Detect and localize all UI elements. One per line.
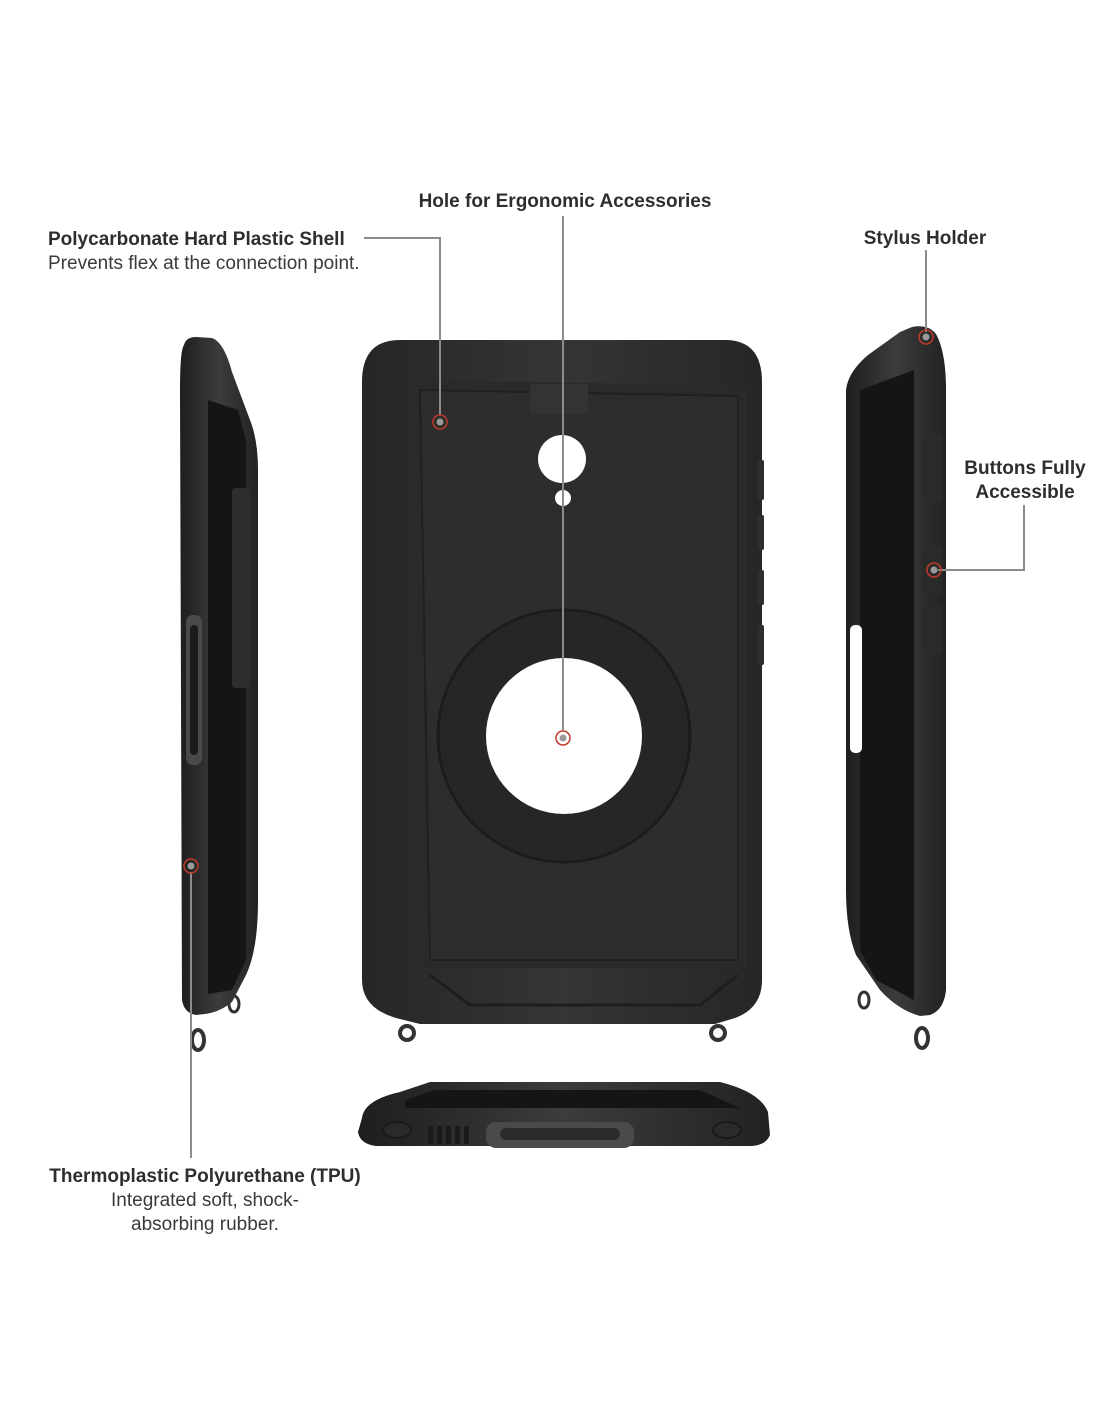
callout-hole: Hole for Ergonomic Accessories: [380, 190, 750, 214]
red-ring-marker-icon: [432, 414, 448, 430]
red-ring-marker-icon: [918, 329, 934, 345]
callout-tpu-title: Thermoplastic Polyurethane (TPU): [49, 1166, 361, 1187]
callout-tpu: Thermoplastic Polyurethane (TPU) Integra…: [40, 1165, 370, 1236]
callout-hole-title: Hole for Ergonomic Accessories: [418, 191, 712, 212]
red-ring-marker-icon: [926, 562, 942, 578]
case-bottom-edge-view: [358, 1082, 770, 1148]
red-ring-marker-icon: [183, 858, 199, 874]
callout-shell-subtitle: Prevents flex at the connection point.: [48, 252, 360, 274]
callout-stylus: Stylus Holder: [845, 227, 1005, 251]
callout-buttons: Buttons Fully Accessible: [945, 457, 1100, 505]
leader-lines: [190, 216, 1025, 1158]
red-ring-marker-icon: [555, 730, 571, 746]
callout-stylus-title: Stylus Holder: [863, 228, 987, 249]
callout-tpu-subtitle-line1: Integrated soft, shock-: [111, 1189, 299, 1211]
leader-line-shell: [364, 237, 441, 415]
callout-shell-title: Polycarbonate Hard Plastic Shell: [48, 229, 345, 250]
callout-tpu-subtitle-line2: absorbing rubber.: [131, 1213, 279, 1235]
case-left-side-view: [180, 337, 258, 1052]
callout-buttons-title-line2: Accessible: [975, 481, 1075, 503]
callout-shell: Polycarbonate Hard Plastic Shell Prevent…: [48, 228, 368, 276]
callout-buttons-title-line1: Buttons Fully: [964, 458, 1086, 479]
callout-markers: [183, 329, 942, 874]
case-right-side-view: [846, 326, 946, 1050]
leader-line-buttons: [938, 505, 1025, 571]
